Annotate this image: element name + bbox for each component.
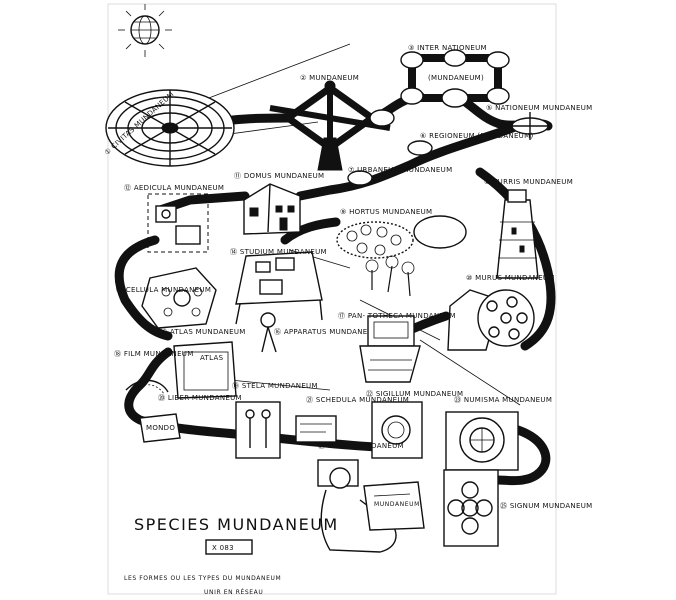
label-numisma: ㉓ NUMISMA MUNDANEUM <box>454 396 552 404</box>
label-regioneum: ⑥ REGIONEUM (MUNDANEUM) <box>420 132 533 140</box>
pantotheca-cabinet <box>360 316 420 382</box>
label-sigillum: ㉒ SIGILLUM MUNDANEUM <box>366 390 463 398</box>
signum-sign <box>444 470 498 546</box>
label-pantotheca: ⑰ PAN- TOTHECA MUNDANEUM <box>338 312 456 320</box>
label-nationeum: ⑤ NATIONEUM MUNDANEUM <box>486 104 592 112</box>
label-internationeum: ③ INTER NATIONEUM <box>408 44 487 52</box>
label-mundaneum-note: MUNDANEUM <box>374 501 420 508</box>
drawing-title: SPECIES MUNDANEUM <box>134 515 339 534</box>
civitas-city-plan <box>106 90 234 166</box>
liber-book-title: MONDO <box>146 424 175 432</box>
murus-wheel <box>448 290 534 350</box>
label-stela: ⑲ STELA MUNDANEUM <box>232 382 318 390</box>
label-studium: ⑭ STUDIUM MUNDANEUM <box>230 248 327 256</box>
label-atlas: ⑮ ATLAS MUNDANEUM <box>160 328 246 336</box>
label-murus: ⑩ MURUS MUNDANEUM <box>466 274 555 282</box>
caption-line-1: LES FORMES OU LES TYPES DU MUNDANEUM <box>124 575 281 582</box>
caption-line-2: UNIR EN RÉSEAU <box>204 588 263 596</box>
label-apparatus: ⑯ APPARATUS MUNDANEUM <box>274 328 379 336</box>
numisma-medal <box>446 412 518 470</box>
label-turris: ⑧ TURRIS MUNDANEUM <box>484 178 573 186</box>
label-liber: ⑳ LIBER MUNDANEUM <box>158 394 242 402</box>
stela-monument <box>236 402 280 458</box>
label-homo: ㉔ HOMO MUNDANEUM <box>318 442 404 450</box>
label-film: ⑱ FILM MUNDANEUM <box>114 350 194 358</box>
label-aedicula: ⑫ AEDICULA MUNDANEUM <box>124 184 224 192</box>
drawing-reference: X 083 <box>212 544 234 552</box>
label-hortus: ⑨ HORTUS MUNDANEUM <box>340 208 432 216</box>
cellula-cell <box>142 268 216 328</box>
label-urbaneum: ⑦ URBANEUM MUNDANEUM <box>348 166 452 174</box>
atlas-book-title: ATLAS <box>200 354 224 362</box>
label-signum: ㉕ SIGNUM MUNDANEUM <box>500 502 592 510</box>
label-cellula: ⑬ CELLULA MUNDANEUM <box>116 286 211 294</box>
label-mundaneum-sub: (MUNDANEUM) <box>428 74 484 82</box>
label-mundaneum: ② MUNDANEUM <box>300 74 359 82</box>
label-domus: ⑪ DOMUS MUNDANEUM <box>234 172 324 180</box>
schedula-card <box>296 416 336 442</box>
